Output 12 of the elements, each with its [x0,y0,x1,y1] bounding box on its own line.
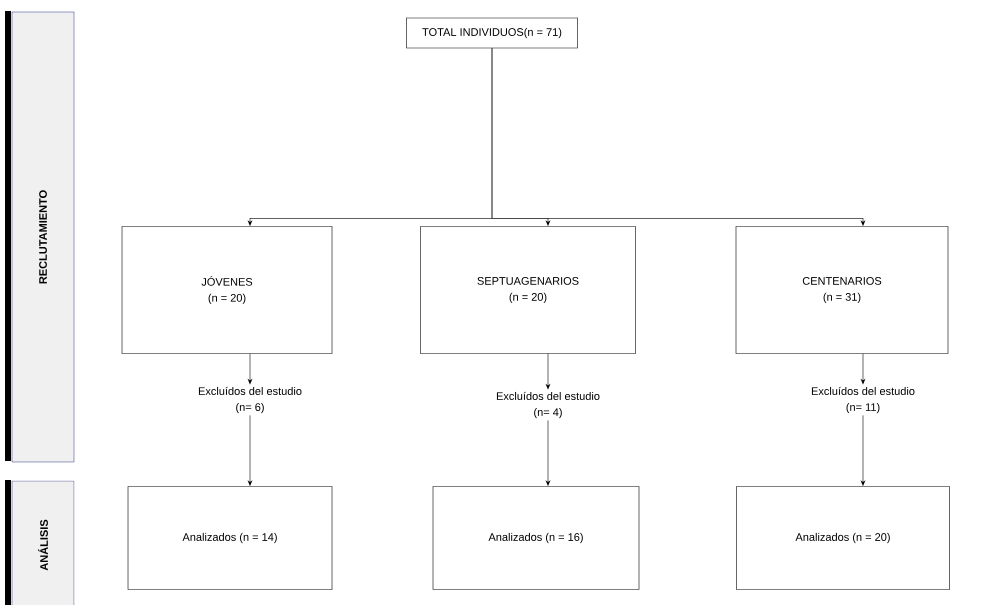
exclusion-note: Excluídos del estudio (n= 6) [198,386,302,414]
process-box: Analizados (n = 16) [432,486,640,590]
process-box: Analizados (n = 20) [736,486,950,590]
process-box: SEPTUAGENARIOS (n = 20) [420,226,636,354]
section-label: RECLUTAMIENTO [5,11,74,462]
exclusion-note: Excluídos del estudio (n= 4) [496,392,600,418]
process-box: Analizados (n = 14) [128,486,332,590]
exclusion-note: Excluídos del estudio (n= 11) [812,386,914,414]
process-box: CENTENARIOS (n = 31) [736,226,948,354]
process-box: TOTAL INDIVIDUOS(n = 71) [406,18,578,48]
process-box: JÓVENES (n = 20) [122,226,332,354]
section-label: ANÁLISIS [5,480,74,605]
